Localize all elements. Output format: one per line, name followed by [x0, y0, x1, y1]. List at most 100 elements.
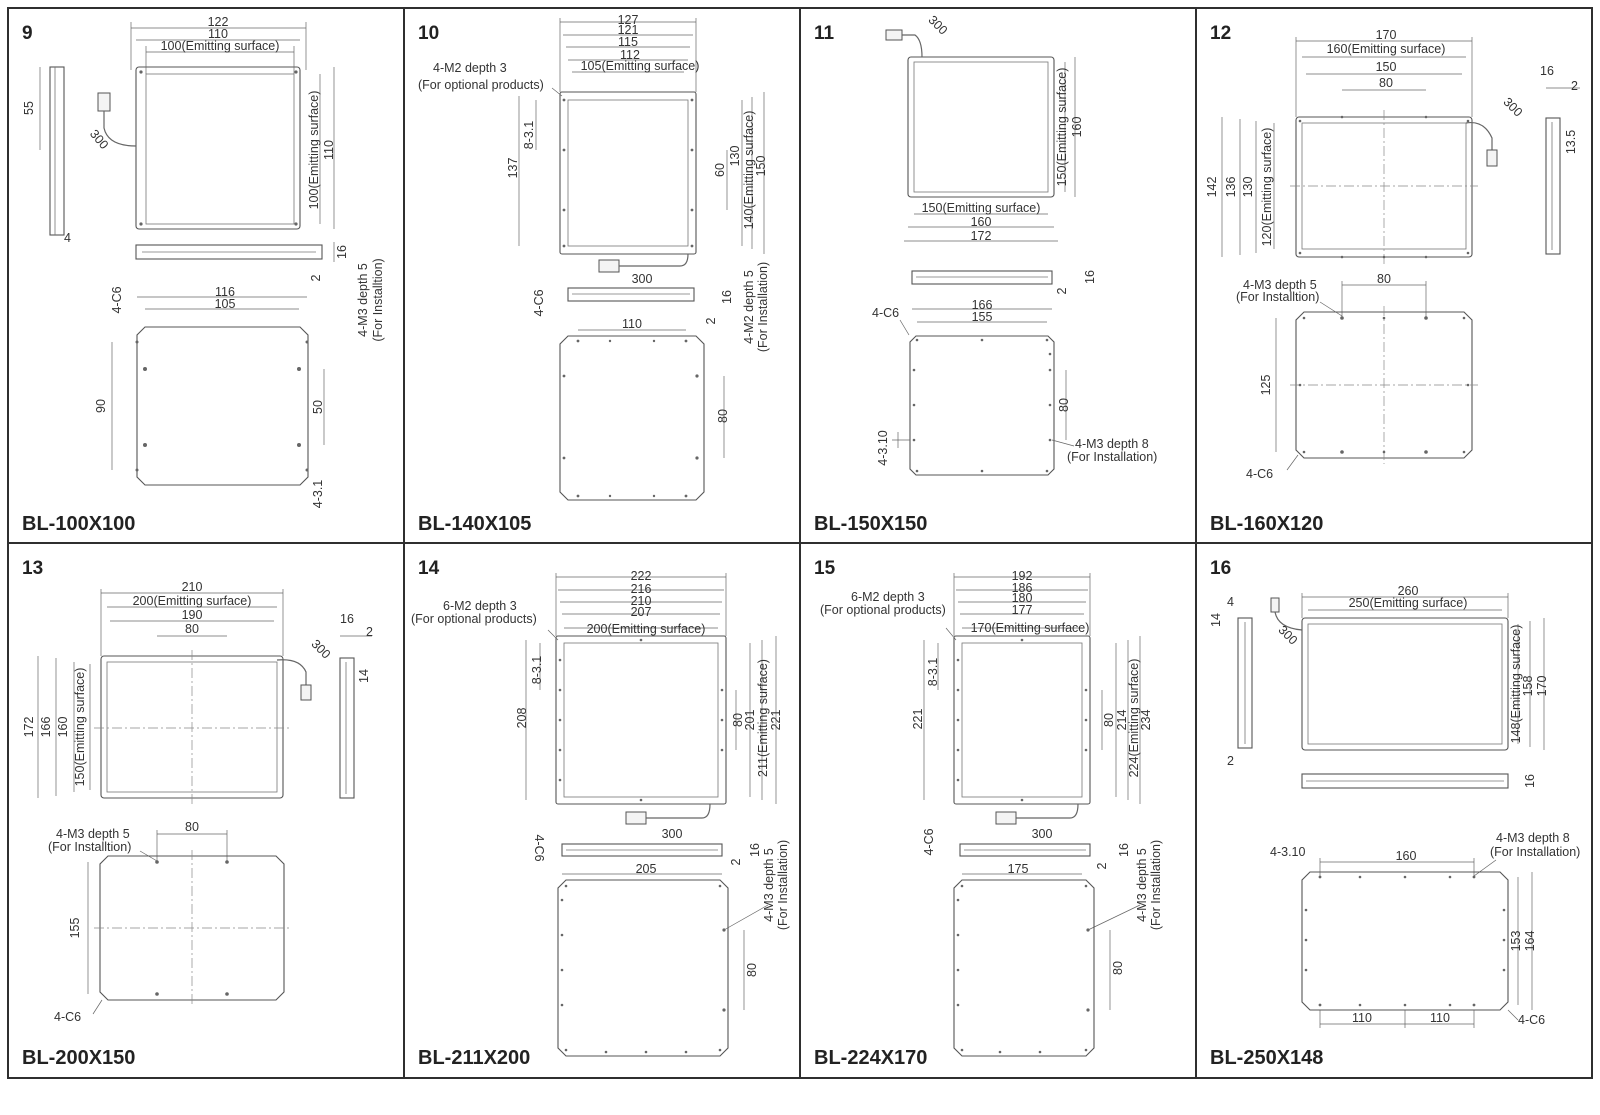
dim-label: 80: [185, 820, 199, 834]
dim-label: 110: [208, 27, 228, 41]
dim-label: 210: [631, 594, 652, 608]
dim-label: 50: [311, 400, 325, 414]
dim-label: 300: [1276, 623, 1301, 648]
dim-label: (For Installtion): [48, 840, 131, 854]
dim-label: 14: [1209, 613, 1223, 627]
dim-label: (For Installation): [776, 840, 790, 930]
dim-label: 166: [39, 717, 53, 738]
connector-icon: [598, 259, 620, 273]
model-name: BL-211X200: [418, 1047, 530, 1069]
panel-number: 12: [1210, 23, 1231, 44]
connector-icon: [1270, 597, 1280, 613]
back-view: [136, 326, 309, 486]
back-view: [559, 335, 705, 501]
panel-9: 9 BL-100X100 122 110 100(Emitting surfac…: [22, 15, 385, 535]
dim-label: 250(Emitting surface): [1349, 596, 1468, 610]
dim-label: 4-M2 depth 5: [742, 270, 756, 344]
dim-label: 4-C6: [110, 286, 124, 313]
dim-label: 16: [1083, 270, 1097, 284]
dim-label: (For optional products): [820, 603, 946, 617]
dim-label: (For optional products): [418, 78, 544, 92]
side-view: [1237, 617, 1253, 749]
dim-label: 224(Emitting surface): [1127, 659, 1141, 778]
dim-label: 210: [182, 580, 203, 594]
dim-label: 150(Emitting surface): [922, 201, 1041, 215]
dim-label: 80: [745, 963, 759, 977]
dim-label: 4-C6: [1246, 467, 1273, 481]
dim-label: 4-M3 depth 5: [1135, 848, 1149, 922]
dim-label: 192: [1012, 569, 1033, 583]
dim-label: 16: [1117, 843, 1131, 857]
dim-label: (For Installtion): [1236, 290, 1319, 304]
dim-label: 100(Emitting surface): [161, 39, 280, 53]
dim-label: 16: [720, 290, 734, 304]
dim-label: 16: [1540, 64, 1554, 78]
dim-label: 158: [1521, 676, 1535, 697]
dim-label: 4-M3 depth 8: [1075, 437, 1149, 451]
dim-label: 300: [926, 13, 951, 38]
dim-label: (For Installtion): [371, 258, 385, 341]
dim-label: 4: [1227, 595, 1234, 609]
dim-label: 8-3.1: [926, 658, 940, 687]
dim-label: 4-M3 depth 5: [1243, 278, 1317, 292]
dim-label: 4-M3 depth 5: [762, 848, 776, 922]
dim-label: 170: [1535, 676, 1549, 697]
bottom-side-view: [135, 244, 323, 260]
dim-label: 4-M2 depth 3: [433, 61, 507, 75]
front-view: [555, 635, 727, 805]
dim-label: 234: [1139, 710, 1153, 731]
dim-label: (For Installation): [1067, 450, 1157, 464]
dim-label: 127: [618, 13, 639, 27]
dim-label: 80: [716, 409, 730, 423]
dim-label: 200(Emitting surface): [587, 622, 706, 636]
model-name: BL-224X170: [814, 1047, 927, 1069]
dim-label: 105: [215, 297, 236, 311]
dim-label: 207: [631, 605, 652, 619]
dim-label: 80: [731, 713, 745, 727]
bottom-side-view: [1301, 773, 1509, 789]
dim-label: 2: [1095, 862, 1109, 869]
dim-label: (For Installation): [1149, 840, 1163, 930]
dim-label: 300: [309, 637, 334, 662]
dim-label: 300: [632, 272, 653, 286]
dim-label: 160: [56, 717, 70, 738]
connector-icon: [995, 811, 1017, 825]
dim-label: 148(Emitting surface): [1509, 625, 1523, 744]
dim-label: 55: [22, 101, 36, 115]
dim-label: 4-C6: [532, 834, 546, 861]
back-view: [909, 335, 1055, 476]
dim-label: 200(Emitting surface): [133, 594, 252, 608]
dim-label: 214: [1115, 710, 1129, 731]
dim-label: 2: [1227, 754, 1234, 768]
dim-label: 211(Emitting surface): [756, 659, 770, 777]
dim-label: 4: [64, 231, 71, 245]
dim-label: 2: [1055, 287, 1069, 294]
dim-label: 140(Emitting surface): [742, 111, 756, 230]
dim-label: 16: [1523, 774, 1537, 788]
dim-label: 164: [1523, 931, 1537, 952]
bottom-side-view: [911, 270, 1053, 285]
dim-label: 201: [743, 710, 757, 731]
dim-label: 172: [22, 717, 36, 738]
dim-label: 130: [728, 146, 742, 167]
dim-label: 172: [971, 229, 992, 243]
dim-label: 80: [1057, 398, 1071, 412]
front-view: [559, 91, 697, 255]
back-view: [1295, 311, 1473, 459]
dim-label: 155: [68, 918, 82, 939]
dim-label: 177: [1012, 603, 1033, 617]
dim-label: 175: [1008, 862, 1029, 876]
dim-label: 60: [713, 163, 727, 177]
panel-number: 15: [814, 558, 836, 579]
dim-label: 2: [704, 317, 718, 324]
dim-label: 4-M3 depth 5: [56, 827, 130, 841]
dim-label: 4-C6: [922, 828, 936, 855]
dim-label: 170: [1376, 28, 1397, 42]
dim-label: 13.5: [1564, 130, 1578, 154]
dim-label: 8-3.1: [522, 121, 536, 150]
panel-11: 11 BL-150X150 300 150(Emitting surface) …: [814, 13, 1157, 535]
dim-label: 2: [1571, 79, 1578, 93]
dim-label: 150(Emitting surface): [73, 668, 87, 787]
